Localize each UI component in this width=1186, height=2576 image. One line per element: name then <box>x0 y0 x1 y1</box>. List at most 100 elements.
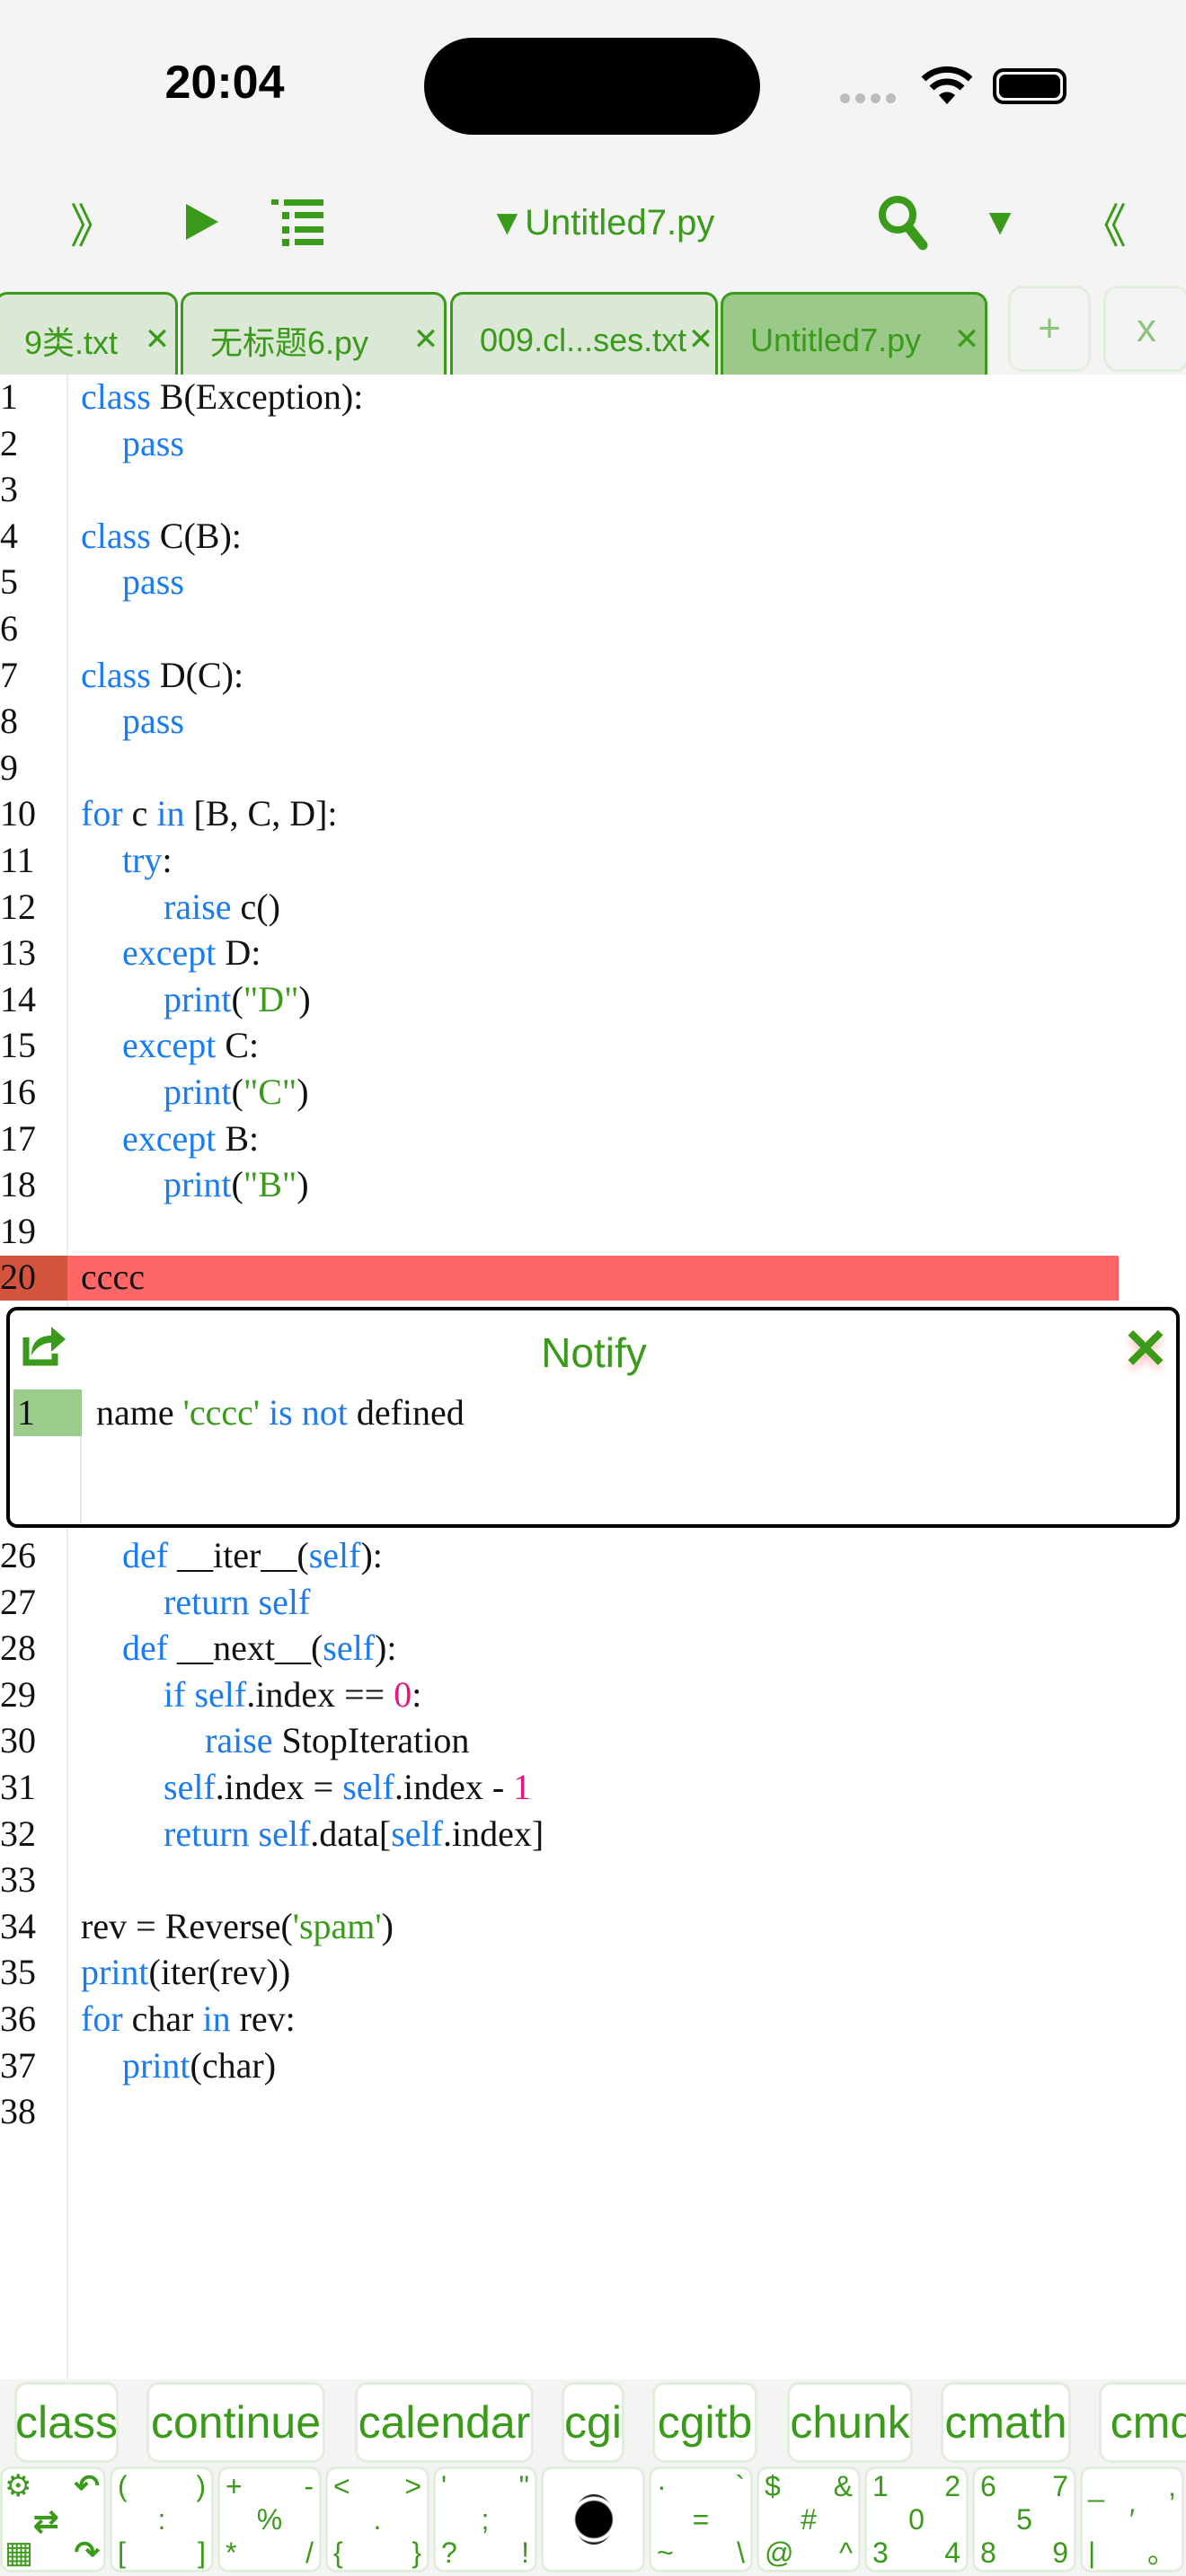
key-symbol: } <box>412 2536 421 2569</box>
key-symbol: ( <box>118 2470 128 2502</box>
code-line[interactable]: class B(Exception): <box>81 374 363 420</box>
suggestion-cgi[interactable]: cgi <box>562 2382 624 2463</box>
code-line[interactable]: except D: <box>122 930 261 976</box>
line-number: 11 <box>0 840 35 880</box>
tab-0[interactable]: 9类.txt✕ <box>0 292 178 375</box>
code-line[interactable]: pass <box>122 559 184 605</box>
run-icon[interactable] <box>182 202 222 242</box>
symbol-key[interactable]: '";?! <box>433 2466 537 2572</box>
record-icon[interactable] <box>573 2494 615 2545</box>
code-line[interactable]: self.index = self.index - 1 <box>164 1764 531 1811</box>
keyword-token: raise <box>164 886 232 927</box>
code-token: rev = Reverse( <box>81 1905 293 1946</box>
suggestion-cmd[interactable]: cmd <box>1099 2382 1186 2463</box>
swap-arrows-icon[interactable]: ⇄ <box>33 2505 59 2539</box>
suggestion-cgitb[interactable]: cgitb <box>652 2382 757 2463</box>
tab-2[interactable]: 009.cl...ses.txt✕ <box>450 292 718 375</box>
outline-list-icon[interactable] <box>270 198 325 248</box>
tab-1[interactable]: 无标题6.py✕ <box>181 292 447 375</box>
collapse-icon[interactable]: 《 <box>1079 200 1127 253</box>
suggestion-class[interactable]: class <box>14 2382 119 2463</box>
code-token: B(Exception): <box>150 376 364 417</box>
code-line[interactable]: except C: <box>122 1022 259 1069</box>
code-line[interactable]: try: <box>122 837 173 884</box>
code-line[interactable]: pass <box>122 420 184 467</box>
notify-message: name 'cccc' is not defined <box>96 1389 465 1436</box>
code-line[interactable]: for c in [B, C, D]: <box>81 790 338 837</box>
code-line[interactable]: print("B") <box>164 1161 309 1208</box>
key-symbol: 1 <box>872 2470 889 2502</box>
file-title-dropdown[interactable]: ▼Untitled7.py <box>489 203 715 243</box>
record-key[interactable] <box>541 2466 645 2572</box>
symbol-key[interactable]: ·`=~\ <box>649 2466 753 2572</box>
code-token: D(C): <box>150 654 244 695</box>
code-token: .index == <box>246 1673 394 1715</box>
control-key[interactable]: ⚙ ↶ ⇄ ▦ ↷ <box>0 2466 106 2572</box>
code-token: cccc <box>81 1257 146 1298</box>
code-line[interactable]: return self.data[self.index] <box>164 1811 544 1857</box>
tab-close-icon[interactable]: ✕ <box>687 322 714 357</box>
tab-close-icon[interactable]: ✕ <box>412 322 439 357</box>
code-token: rev: <box>230 1998 296 2039</box>
code-line[interactable]: print(iter(rev)) <box>81 1949 290 1996</box>
close-all-tabs-button[interactable]: x <box>1103 286 1186 372</box>
close-icon[interactable]: ✕ <box>1122 1319 1169 1381</box>
add-tab-button[interactable]: + <box>1008 286 1091 372</box>
code-line[interactable]: return self <box>164 1579 310 1626</box>
code-token: (iter(rev)) <box>148 1952 291 1993</box>
key-symbol: = <box>692 2503 710 2536</box>
line-number: 20 <box>0 1257 36 1298</box>
code-token: [B, C, D]: <box>184 793 338 834</box>
key-symbol: ~ <box>657 2536 674 2569</box>
code-token: char <box>122 1998 203 2039</box>
code-line[interactable]: def __iter__(self): <box>122 1532 383 1579</box>
symbol-key[interactable]: <>.{} <box>325 2466 429 2572</box>
code-line[interactable]: print("C") <box>164 1069 309 1116</box>
settings-gear-icon[interactable]: ⚙ <box>4 2469 32 2503</box>
key-symbol: % <box>256 2503 283 2536</box>
code-line[interactable]: for char in rev: <box>81 1996 296 2042</box>
symbol-key[interactable]: ():[] <box>110 2466 214 2572</box>
redo-icon[interactable]: ↷ <box>74 2536 101 2570</box>
line-number: 37 <box>0 2044 36 2086</box>
code-line[interactable]: class C(B): <box>81 513 242 560</box>
code-line[interactable]: print(char) <box>122 2042 276 2089</box>
share-icon[interactable] <box>19 1321 67 1370</box>
symbol-key[interactable]: +-%*/ <box>217 2466 322 2572</box>
code-token: .index] <box>443 1813 544 1854</box>
code-line[interactable]: raise StopIteration <box>205 1717 469 1764</box>
tab-3[interactable]: Untitled7.py✕ <box>721 292 987 375</box>
menu-dropdown-icon[interactable]: ▼ <box>981 200 1019 243</box>
undo-icon[interactable]: ↶ <box>74 2469 101 2503</box>
code-line[interactable]: rev = Reverse('spam') <box>81 1903 394 1950</box>
code-line[interactable]: pass <box>122 698 184 745</box>
suggestion-chunk[interactable]: chunk <box>787 2382 913 2463</box>
symbol-key[interactable]: _,′|。 <box>1080 2466 1184 2572</box>
suggestion-continue[interactable]: continue <box>146 2382 325 2463</box>
suggestion-calendar[interactable]: calendar <box>355 2382 534 2463</box>
keyword-token: except <box>122 1025 217 1066</box>
code-line[interactable]: except B: <box>122 1116 259 1162</box>
keyword-token: for <box>81 1998 123 2039</box>
tab-close-icon[interactable]: ✕ <box>144 322 171 357</box>
line-number: 35 <box>0 1952 36 1993</box>
key-symbol: 6 <box>980 2470 996 2502</box>
key-symbol: | <box>1088 2536 1096 2569</box>
keyboard-toggle-icon[interactable]: ▦ <box>4 2536 34 2570</box>
code-line[interactable]: def __next__(self): <box>122 1625 396 1672</box>
code-line[interactable]: if self.index == 0: <box>164 1672 421 1718</box>
symbol-key[interactable]: $&#@^ <box>757 2466 861 2572</box>
code-line[interactable]: print("D") <box>164 976 311 1023</box>
key-symbol: 7 <box>1052 2470 1068 2502</box>
suggestion-cmath[interactable]: cmath <box>941 2382 1071 2463</box>
code-line[interactable]: class D(C): <box>81 652 243 699</box>
tab-close-icon[interactable]: ✕ <box>953 322 980 357</box>
code-line[interactable]: cccc <box>81 1254 145 1301</box>
code-token: ) <box>296 1072 309 1112</box>
key-symbol: $ <box>765 2470 781 2502</box>
code-line[interactable]: raise c() <box>164 884 280 931</box>
expand-icon[interactable]: 》 <box>69 200 117 253</box>
search-icon[interactable] <box>876 193 932 251</box>
